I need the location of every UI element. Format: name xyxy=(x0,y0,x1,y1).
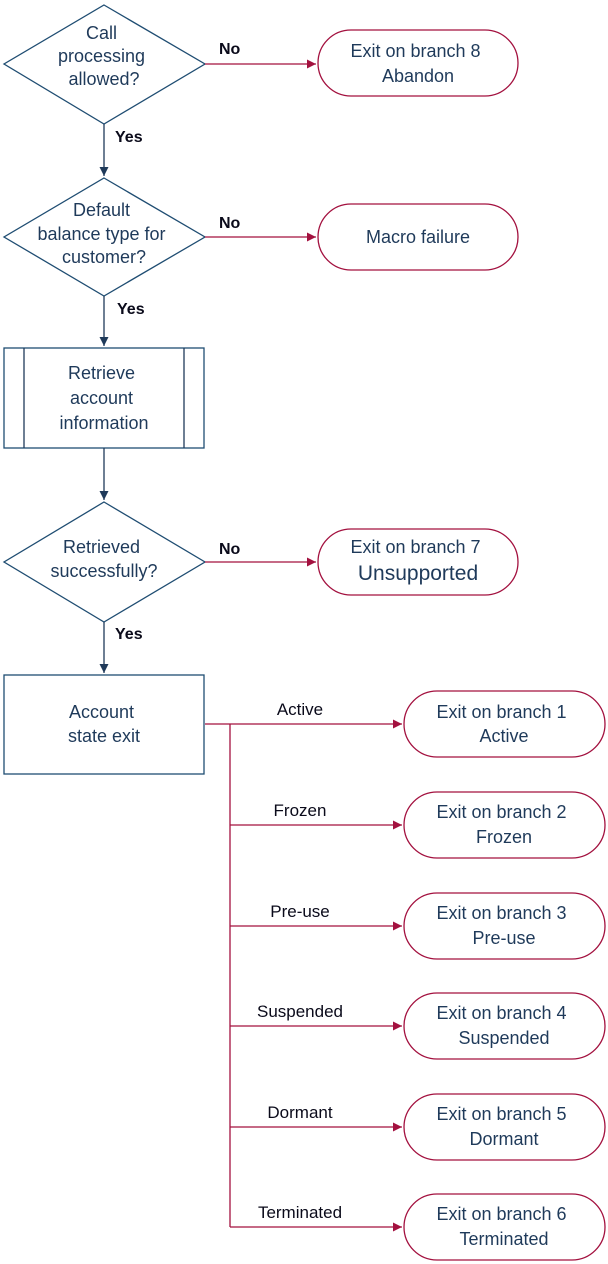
edge-label-yes-3: Yes xyxy=(115,626,143,643)
exit-branch-6 xyxy=(403,1193,606,1261)
decision-retrieved-label: Retrieved successfully? xyxy=(50,537,157,581)
process-retrieve-account-label: Retrieve account information xyxy=(59,363,148,433)
branch-label-pre-use: Pre-use xyxy=(270,902,330,921)
exit-branch-2-label: Exit on branch 2 Frozen xyxy=(436,802,571,847)
exit-branch-6-label: Exit on branch 6 Terminated xyxy=(436,1204,571,1249)
exit-branch-3 xyxy=(403,892,606,960)
exit-branch-4-label: Exit on branch 4 Suspended xyxy=(436,1003,571,1048)
branch-label-frozen: Frozen xyxy=(274,801,327,820)
exit-branch-5 xyxy=(403,1093,606,1161)
exit-branch-5-label: Exit on branch 5 Dormant xyxy=(436,1104,571,1149)
exit-macro-failure xyxy=(317,203,519,271)
exit-branch-4 xyxy=(403,992,606,1060)
exit-branch-7-label: Exit on branch 7 Unsupported xyxy=(350,537,485,585)
edge-label-no-2: No xyxy=(219,215,241,232)
edge-label-yes-2: Yes xyxy=(117,301,145,318)
decision-call-processing-label: Call processing allowed? xyxy=(58,23,150,89)
exit-branch-7 xyxy=(317,528,519,596)
edge-label-no-1: No xyxy=(219,41,241,58)
edge-label-yes-1: Yes xyxy=(115,129,143,146)
branch-label-terminated: Terminated xyxy=(258,1203,342,1222)
decision-default-balance-label: Default balance type for customer? xyxy=(37,200,170,267)
exit-branch-2 xyxy=(403,791,606,859)
branch-label-suspended: Suspended xyxy=(257,1002,343,1021)
exit-branch-1 xyxy=(403,690,606,758)
exit-branch-8-label: Exit on branch 8 Abandon xyxy=(350,41,485,86)
branch-label-dormant: Dormant xyxy=(267,1103,332,1122)
process-account-state-exit-label: Account state exit xyxy=(68,702,140,746)
exit-branch-3-label: Exit on branch 3 Pre-use xyxy=(436,903,571,948)
branch-label-active: Active xyxy=(277,700,323,719)
process-account-state-exit xyxy=(3,674,205,775)
process-retrieve-account xyxy=(3,347,205,449)
exit-branch-8 xyxy=(317,29,519,97)
exit-branch-1-label: Exit on branch 1 Active xyxy=(436,702,571,746)
exit-macro-failure-label: Macro failure xyxy=(366,227,470,247)
edge-label-no-3: No xyxy=(219,541,241,558)
